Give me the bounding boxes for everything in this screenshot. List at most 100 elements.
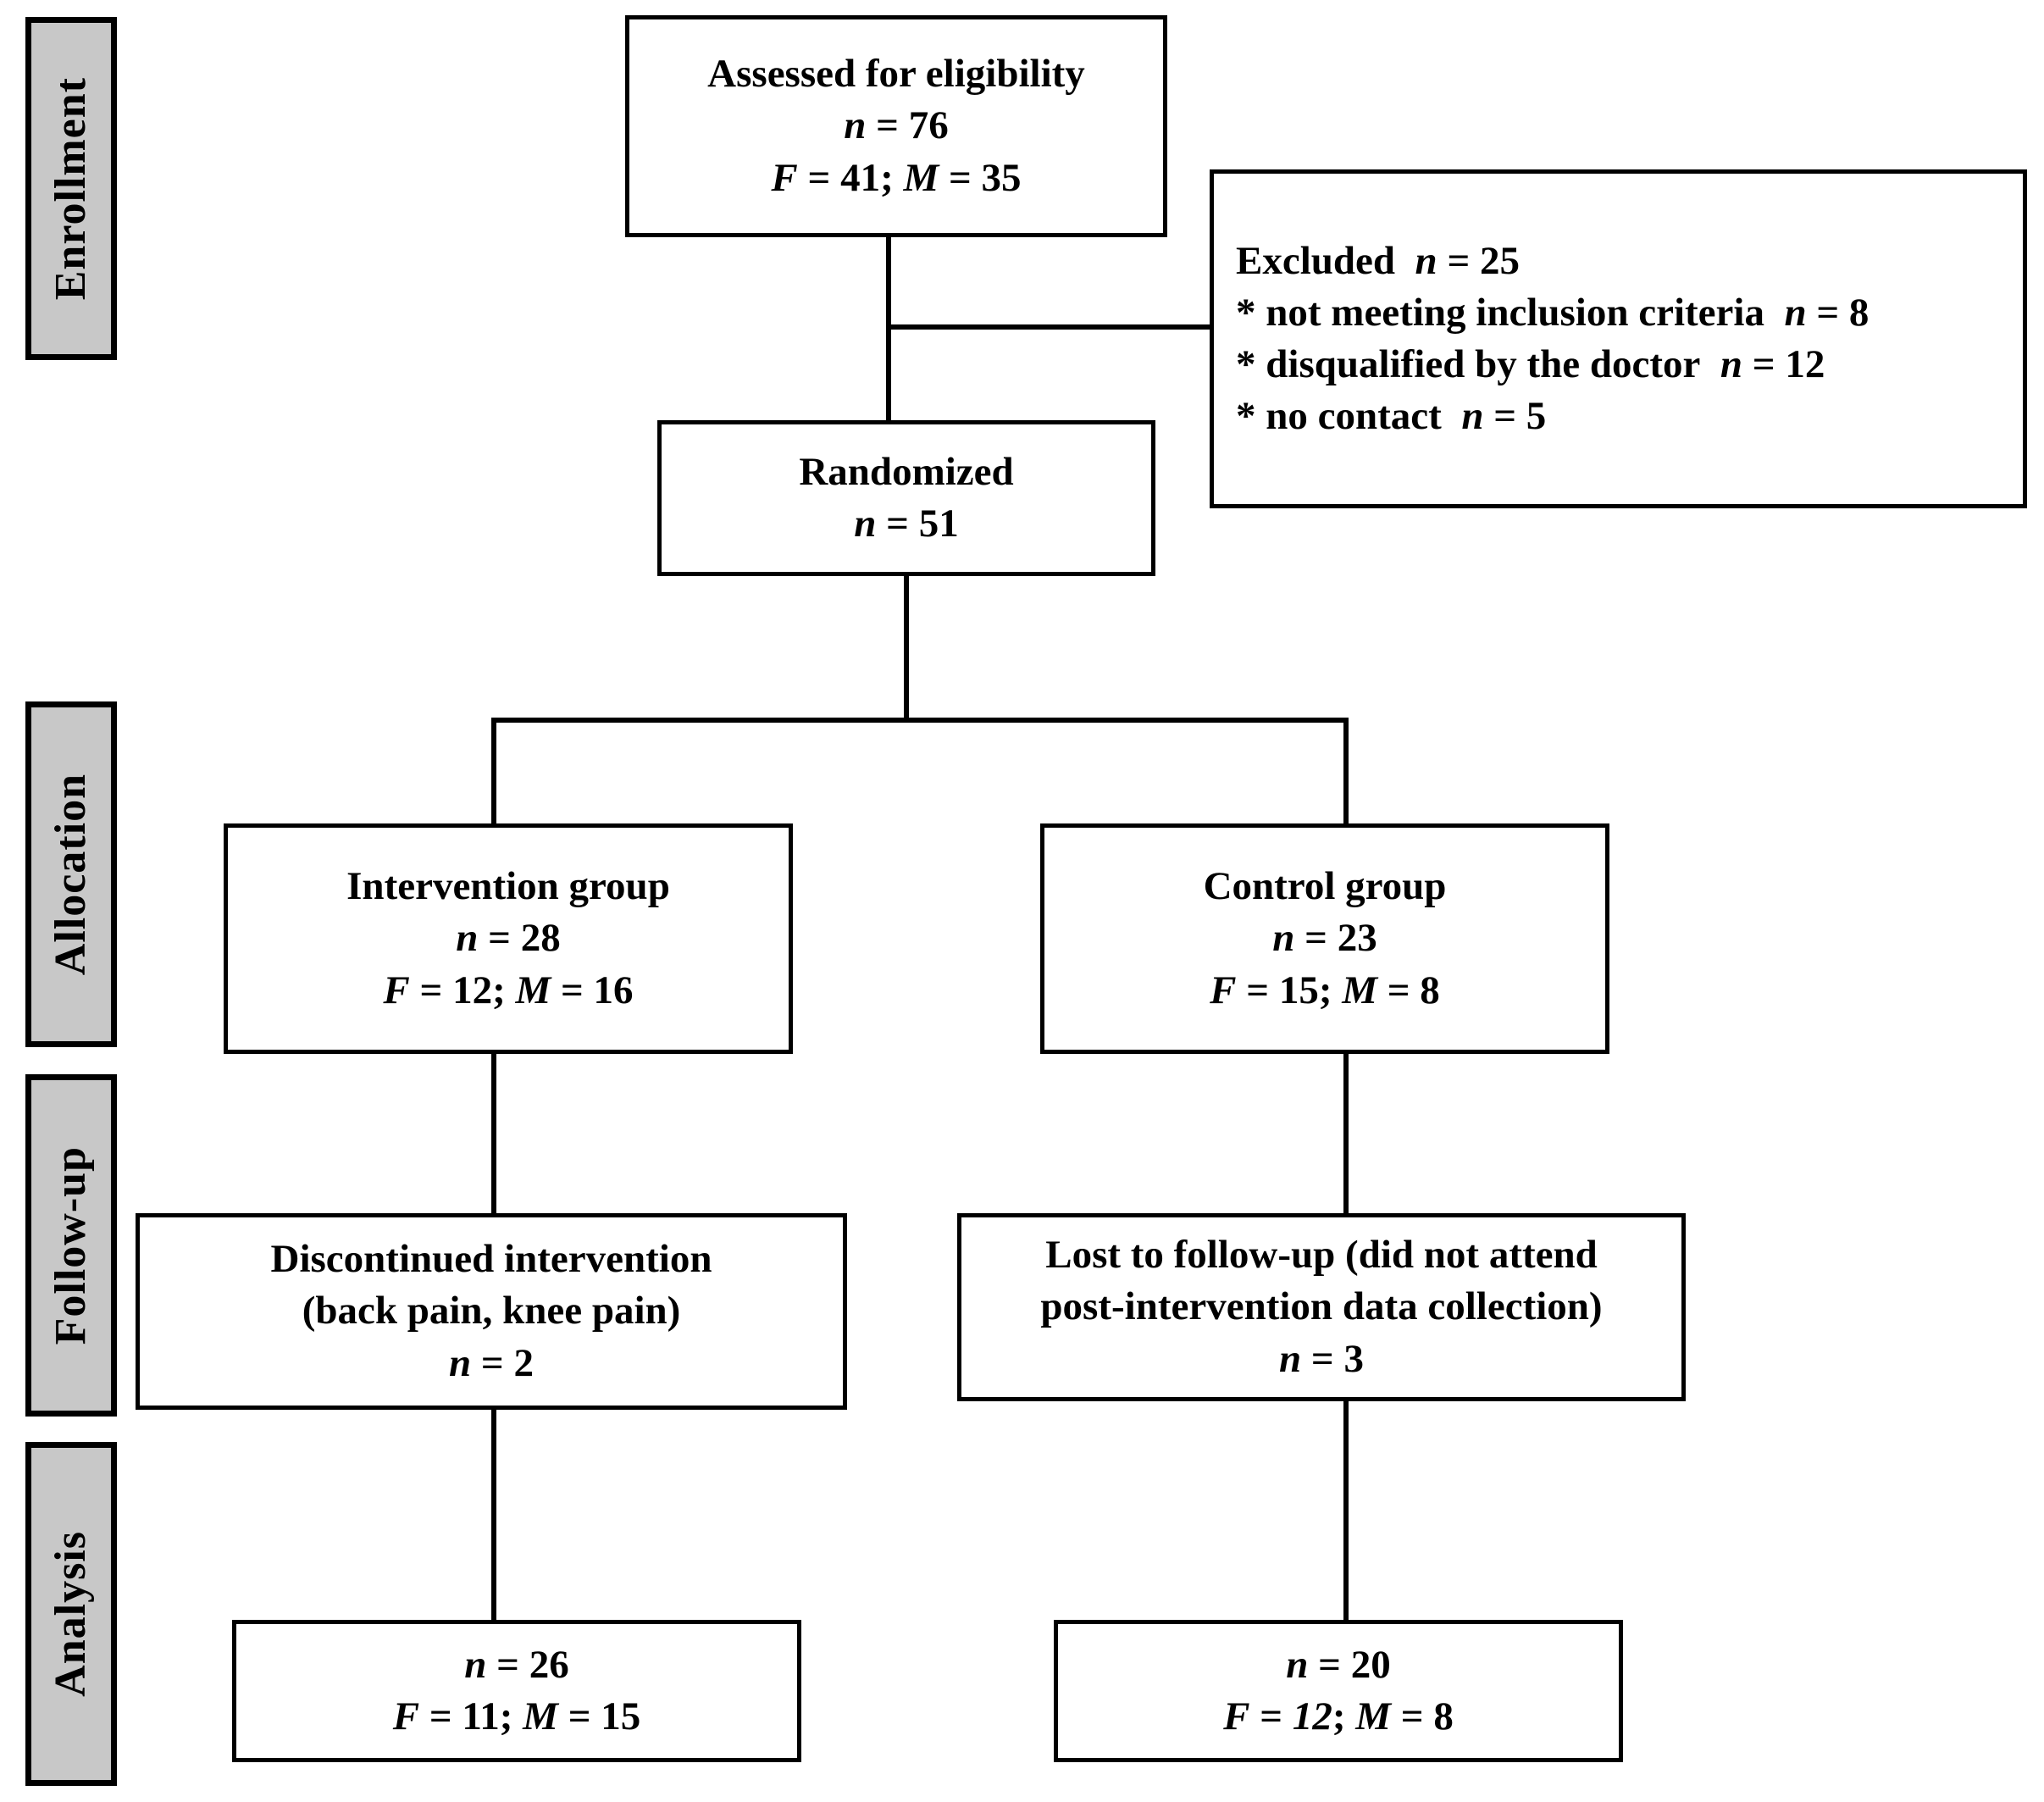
stage-label-followup: Follow-up bbox=[25, 1074, 117, 1417]
assessed-n-var: n bbox=[844, 103, 867, 148]
connector-intervention-to-discontinued bbox=[491, 1053, 496, 1216]
connector-randomized-down bbox=[904, 574, 909, 723]
control-m-val: = 8 bbox=[1377, 968, 1440, 1012]
connector-lost-followup-to-analysis-right bbox=[1343, 1400, 1349, 1622]
assessed-title: Assessed for eligibility bbox=[707, 52, 1085, 97]
connector-discontinued-to-analysis-left bbox=[491, 1408, 496, 1622]
connector-assessed-to-excluded-horizontal bbox=[886, 324, 1210, 330]
lost-followup-n-val: = 3 bbox=[1301, 1336, 1364, 1381]
box-randomized: Randomized n = 51 bbox=[657, 420, 1155, 576]
discontinued-line-2: (back pain, knee pain) bbox=[302, 1289, 681, 1333]
box-control-group: Control group n = 23 F = 15; M = 8 bbox=[1040, 823, 1609, 1054]
randomized-n: n = 51 bbox=[854, 498, 958, 550]
analysis-intervention-sex-split: F = 11; M = 15 bbox=[393, 1691, 641, 1743]
analysis-intervention-m-val: = 15 bbox=[557, 1694, 641, 1738]
stage-label-analysis: Analysis bbox=[25, 1442, 117, 1786]
excluded-item-3-var: n bbox=[1461, 394, 1484, 439]
excluded-item-1-var: n bbox=[1784, 290, 1807, 335]
intervention-title: Intervention group bbox=[346, 864, 670, 909]
analysis-intervention-f-val: = 11; bbox=[419, 1694, 523, 1738]
stage-label-enrollment-text: Enrollment bbox=[47, 76, 95, 301]
excluded-title: Excluded bbox=[1236, 238, 1396, 283]
stage-label-allocation-text: Allocation bbox=[47, 773, 95, 976]
intervention-m-var: M bbox=[515, 968, 551, 1012]
intervention-f-val: = 12; bbox=[409, 968, 516, 1012]
excluded-item-3-text: * no contact bbox=[1236, 394, 1442, 439]
analysis-control-m-var: M bbox=[1355, 1694, 1392, 1738]
connector-to-control-group bbox=[1343, 718, 1349, 826]
lost-followup-line-2: post-intervention data collection) bbox=[1040, 1284, 1603, 1329]
excluded-item-2-var: n bbox=[1720, 342, 1743, 386]
analysis-intervention-n: n = 26 bbox=[464, 1639, 568, 1691]
assessed-sex-split: F = 41; M = 35 bbox=[771, 152, 1021, 204]
intervention-sex-split: F = 12; M = 16 bbox=[383, 965, 633, 1017]
assessed-n: n = 76 bbox=[844, 100, 948, 152]
discontinued-n-var: n bbox=[449, 1340, 472, 1385]
analysis-intervention-n-val: = 26 bbox=[486, 1642, 569, 1687]
excluded-item-1-text: * not meeting inclusion criteria bbox=[1236, 290, 1764, 335]
stage-label-allocation: Allocation bbox=[25, 701, 117, 1047]
discontinued-line-1: Discontinued intervention bbox=[270, 1237, 712, 1282]
box-assessed-for-eligibility: Assessed for eligibility n = 76 F = 41; … bbox=[625, 15, 1167, 237]
assessed-f-var: F bbox=[771, 155, 798, 200]
box-analysis-intervention: n = 26 F = 11; M = 15 bbox=[232, 1620, 801, 1762]
control-f-val: = 15; bbox=[1236, 968, 1343, 1012]
connector-allocation-split-horizontal bbox=[491, 718, 1349, 723]
excluded-item-1-val: = 8 bbox=[1806, 290, 1870, 335]
intervention-m-val: = 16 bbox=[551, 968, 634, 1012]
analysis-control-n: n = 20 bbox=[1286, 1639, 1390, 1691]
stage-label-analysis-text: Analysis bbox=[47, 1531, 95, 1697]
excluded-n-var: n bbox=[1415, 238, 1437, 283]
control-m-var: M bbox=[1342, 968, 1378, 1012]
assessed-m-val: = 35 bbox=[939, 155, 1022, 200]
analysis-intervention-m-var: M bbox=[523, 1694, 558, 1738]
analysis-intervention-n-var: n bbox=[464, 1642, 487, 1687]
analysis-control-f-eq: = bbox=[1249, 1694, 1293, 1738]
assessed-n-val: = 76 bbox=[866, 103, 949, 148]
analysis-control-f-num: 12 bbox=[1292, 1694, 1332, 1738]
analysis-control-f-var: F bbox=[1223, 1694, 1250, 1738]
control-n: n = 23 bbox=[1272, 912, 1377, 964]
excluded-item-2-text: * disqualified by the doctor bbox=[1236, 342, 1701, 386]
control-title: Control group bbox=[1203, 864, 1447, 909]
excluded-title-line: Excluded n = 25 bbox=[1236, 236, 1520, 287]
box-excluded: Excluded n = 25 * not meeting inclusion … bbox=[1210, 169, 2027, 508]
analysis-control-sex-split: F = 12; M = 8 bbox=[1223, 1691, 1454, 1743]
connector-to-intervention-group bbox=[491, 718, 496, 826]
analysis-control-n-val: = 20 bbox=[1308, 1642, 1391, 1687]
box-intervention-group: Intervention group n = 28 F = 12; M = 16 bbox=[224, 823, 793, 1054]
randomized-n-var: n bbox=[854, 502, 877, 546]
lost-followup-n-var: n bbox=[1279, 1336, 1302, 1381]
stage-label-followup-text: Follow-up bbox=[47, 1145, 95, 1345]
assessed-f-val: = 41; bbox=[797, 155, 904, 200]
analysis-intervention-f-var: F bbox=[392, 1694, 420, 1738]
control-n-val: = 23 bbox=[1294, 916, 1377, 961]
lost-followup-n: n = 3 bbox=[1279, 1333, 1364, 1385]
box-analysis-control: n = 20 F = 12; M = 8 bbox=[1054, 1620, 1623, 1762]
control-f-var: F bbox=[1210, 968, 1237, 1012]
discontinued-n: n = 2 bbox=[449, 1338, 534, 1389]
box-lost-to-followup: Lost to follow-up (did not attend post-i… bbox=[957, 1213, 1686, 1401]
control-sex-split: F = 15; M = 8 bbox=[1210, 965, 1440, 1017]
randomized-n-val: = 51 bbox=[876, 502, 959, 546]
excluded-item-3-val: = 5 bbox=[1483, 394, 1547, 439]
excluded-item-2-val: = 12 bbox=[1742, 342, 1825, 386]
excluded-item-2: * disqualified by the doctor n = 12 bbox=[1236, 339, 1825, 391]
intervention-f-var: F bbox=[383, 968, 410, 1012]
analysis-control-f-tail: ; bbox=[1332, 1694, 1356, 1738]
control-n-var: n bbox=[1272, 916, 1295, 961]
stage-label-enrollment: Enrollment bbox=[25, 17, 117, 360]
randomized-title: Randomized bbox=[799, 449, 1014, 494]
excluded-item-1: * not meeting inclusion criteria n = 8 bbox=[1236, 287, 1869, 339]
excluded-n-val: = 25 bbox=[1437, 238, 1520, 283]
intervention-n: n = 28 bbox=[456, 912, 560, 964]
lost-followup-line-1: Lost to follow-up (did not attend bbox=[1045, 1233, 1598, 1278]
intervention-n-val: = 28 bbox=[478, 916, 561, 961]
discontinued-n-val: = 2 bbox=[471, 1340, 534, 1385]
assessed-m-var: M bbox=[903, 155, 939, 200]
connector-control-to-lost-followup bbox=[1343, 1053, 1349, 1216]
analysis-control-n-var: n bbox=[1286, 1642, 1309, 1687]
excluded-item-3: * no contact n = 5 bbox=[1236, 391, 1546, 442]
intervention-n-var: n bbox=[456, 916, 479, 961]
